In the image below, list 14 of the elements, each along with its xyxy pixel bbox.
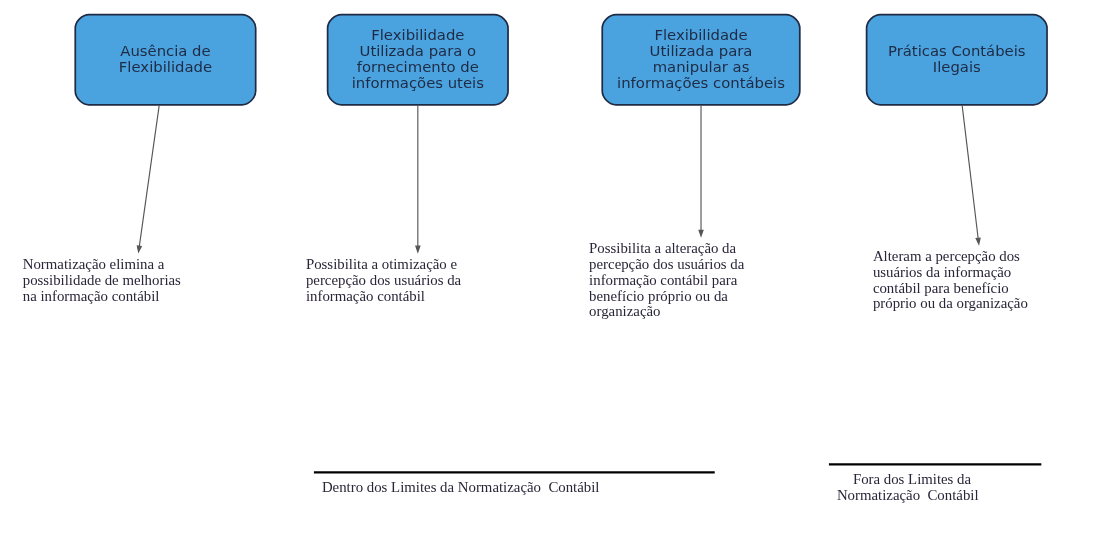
node-box: Flexibilidade Utilizada para manipular as informações contábeis xyxy=(601,13,801,106)
arrow xyxy=(136,104,160,254)
label: Fora dos Limites da Normatização Contábil xyxy=(836,470,979,503)
node-text: Possibilita a alteração da percepção dos usuários da informação contábil para benefício próprio ou da organização xyxy=(589,239,745,319)
node-box: Ausência de Flexibilidade xyxy=(74,13,257,106)
arrow xyxy=(961,104,981,246)
node-box: Flexibilidade Utilizada para o fornecimento de informações uteis xyxy=(326,13,509,106)
node-text: Normatização elimina a possibilidade de melhorias na informação contábil xyxy=(22,255,181,303)
node-text: Alteram a percepção dos usuários da informação contábil para benefício próprio ou da organização xyxy=(872,247,1028,311)
label: Dentro dos Limites da Normatização Contábil xyxy=(321,478,600,495)
node-box: Práticas Contábeis Ilegais xyxy=(865,13,1048,106)
arrow xyxy=(415,104,421,254)
node-text: Possibilita a otimização e percepção dos usuários da informação contábil xyxy=(305,255,462,303)
arrow xyxy=(698,104,704,238)
